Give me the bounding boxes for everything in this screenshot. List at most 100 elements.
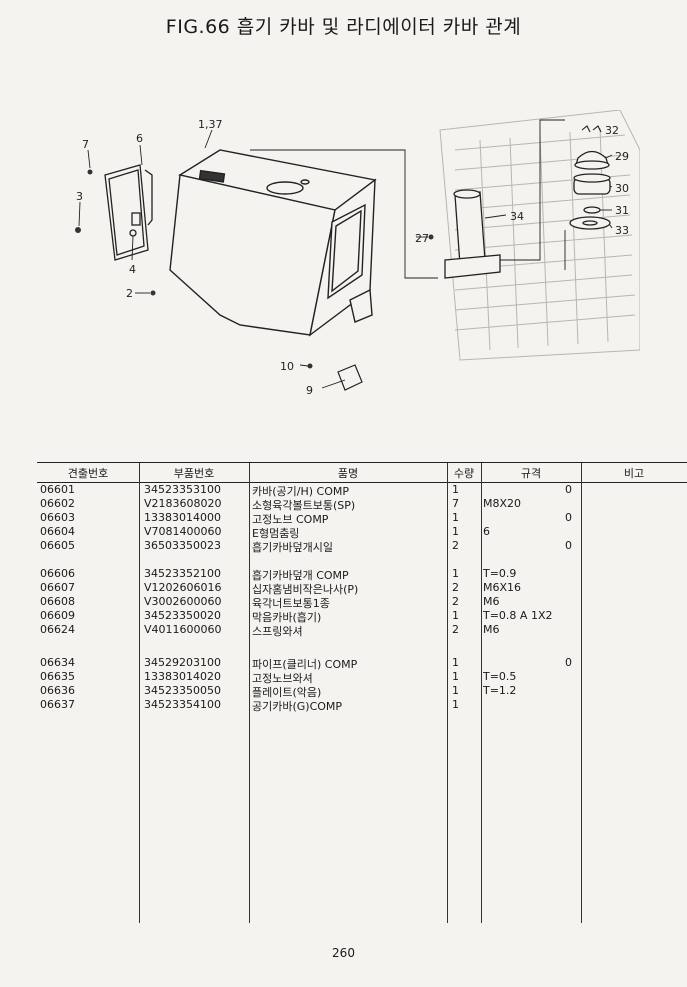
small-clips: [581, 125, 602, 133]
cell-part-no: 34529203100: [144, 656, 221, 669]
callout-4: 4: [129, 263, 136, 276]
cell-ref-no: 06609: [40, 609, 75, 622]
table-row: 06635 13383014020 고정노브와셔 1 T=0.5: [37, 670, 687, 685]
cell-qty: 2: [452, 595, 459, 608]
table-row: 06606 34523352100 흡기카바덮개 COMP 1 T=0.9: [37, 567, 687, 582]
callout-3: 3: [76, 190, 83, 203]
cell-qty: 1: [452, 656, 459, 669]
cell-spec: M6: [483, 623, 500, 636]
cell-note: 0: [565, 656, 572, 669]
cell-spec: T=1.2: [483, 684, 517, 697]
callout-33: 33: [615, 224, 629, 237]
cell-ref-no: 06605: [40, 539, 75, 552]
cell-note: 0: [565, 511, 572, 524]
cell-spec: 6: [483, 525, 490, 538]
cell-part-name: 고정노브와셔: [252, 672, 313, 685]
cell-part-no: 36503350023: [144, 539, 221, 552]
cap-assembly: [569, 150, 611, 230]
parts-table-header: 견출번호 부품번호 품명 수량 규격 비고: [37, 463, 687, 483]
col-divider: [581, 463, 582, 923]
table-row: 06603 13383014000 고정노브 COMP 1 0: [37, 511, 687, 526]
cell-ref-no: 06608: [40, 595, 75, 608]
cell-spec: M6: [483, 595, 500, 608]
col-divider: [447, 463, 448, 923]
cleaner-pipe: [444, 189, 501, 279]
cell-part-name: 공기카바(G)COMP: [252, 700, 343, 713]
cell-part-no: 34523352100: [144, 567, 221, 580]
cell-spec: M8X20: [483, 497, 522, 510]
header-part-no: 부품번호: [173, 467, 215, 480]
cell-part-name: 십자홈냄비작은나사(P): [252, 583, 359, 596]
col-divider: [249, 463, 250, 923]
callout-34: 34: [510, 210, 524, 223]
cell-part-name: 플레이트(악음): [252, 686, 322, 699]
cell-spec: T=0.8 A 1X2: [483, 609, 553, 622]
cell-part-name: 육각너트보통1종: [252, 597, 330, 610]
cell-part-no: V4011600060: [144, 623, 222, 636]
cell-part-name: 소형육각볼트보통(SP): [252, 499, 356, 512]
header-ref-no: 견출번호: [67, 467, 109, 480]
callout-27: 27: [415, 232, 429, 245]
leader-lines: [78, 119, 613, 389]
cell-spec: T=0.5: [483, 670, 517, 683]
col-divider: [481, 463, 482, 923]
cell-ref-no: 06636: [40, 684, 75, 697]
intake-cover-body: [169, 149, 377, 337]
cell-part-no: 34523350020: [144, 609, 221, 622]
cell-qty: 1: [452, 609, 459, 622]
cell-qty: 1: [452, 567, 459, 580]
cell-qty: 1: [452, 483, 459, 496]
cell-ref-no: 06624: [40, 623, 75, 636]
cell-spec: M6X16: [483, 581, 522, 594]
callout-31: 31: [615, 204, 629, 217]
cell-qty: 2: [452, 539, 459, 552]
cell-part-no: 13383014000: [144, 511, 221, 524]
callout-9: 9: [306, 384, 313, 397]
bolts: [75, 169, 434, 369]
cell-part-no: V3002600060: [144, 595, 222, 608]
side-cover-panel: [104, 164, 153, 261]
cell-ref-no: 06604: [40, 525, 75, 538]
cell-part-name: 스프링와셔: [252, 625, 303, 638]
cell-ref-no: 06607: [40, 581, 75, 594]
cell-part-no: 13383014020: [144, 670, 221, 683]
cell-ref-no: 06635: [40, 670, 75, 683]
cell-part-name: E형멈춤링: [252, 527, 300, 540]
header-qty: 수량: [453, 467, 475, 480]
cell-part-name: 고정노브 COMP: [252, 513, 329, 526]
callout-10: 10: [280, 360, 294, 373]
cell-part-no: 34523353100: [144, 483, 221, 496]
cell-part-no: 34523350050: [144, 684, 221, 697]
cell-qty: 1: [452, 525, 459, 538]
table-row: 06608 V3002600060 육각너트보통1종 2 M6: [37, 595, 687, 610]
cell-ref-no: 06606: [40, 567, 75, 580]
cell-note: 0: [565, 539, 572, 552]
callout-7: 7: [82, 138, 89, 151]
cell-part-name: 파이프(클리너) COMP: [252, 658, 358, 671]
callout-29: 29: [615, 150, 629, 163]
cell-part-no: 34523354100: [144, 698, 221, 711]
header-part-name: 품명: [337, 467, 359, 480]
exploded-parts-diagram: 1,37 6 7 3 4 2 27 34 32 29 30 31 33 10 9: [75, 110, 640, 397]
cell-qty: 1: [452, 511, 459, 524]
cell-qty: 1: [452, 684, 459, 697]
table-row: 06636 34523350050 플레이트(악음) 1 T=1.2: [37, 684, 687, 699]
col-divider: [139, 463, 140, 923]
cell-qty: 1: [452, 670, 459, 683]
cell-qty: 1: [452, 698, 459, 711]
cell-note: 0: [565, 483, 572, 496]
small-plate: [337, 364, 363, 391]
callout-2: 2: [126, 287, 133, 300]
header-spec: 규격: [520, 467, 542, 480]
cell-spec: T=0.9: [483, 567, 517, 580]
cell-part-name: 카바(공기/H) COMP: [252, 485, 349, 498]
cell-part-name: 흡기카바덮개 COMP: [252, 569, 349, 582]
cell-ref-no: 06603: [40, 511, 75, 524]
page-title: FIG.66 흡기 카바 및 라디에이터 카바 관계: [165, 16, 522, 38]
